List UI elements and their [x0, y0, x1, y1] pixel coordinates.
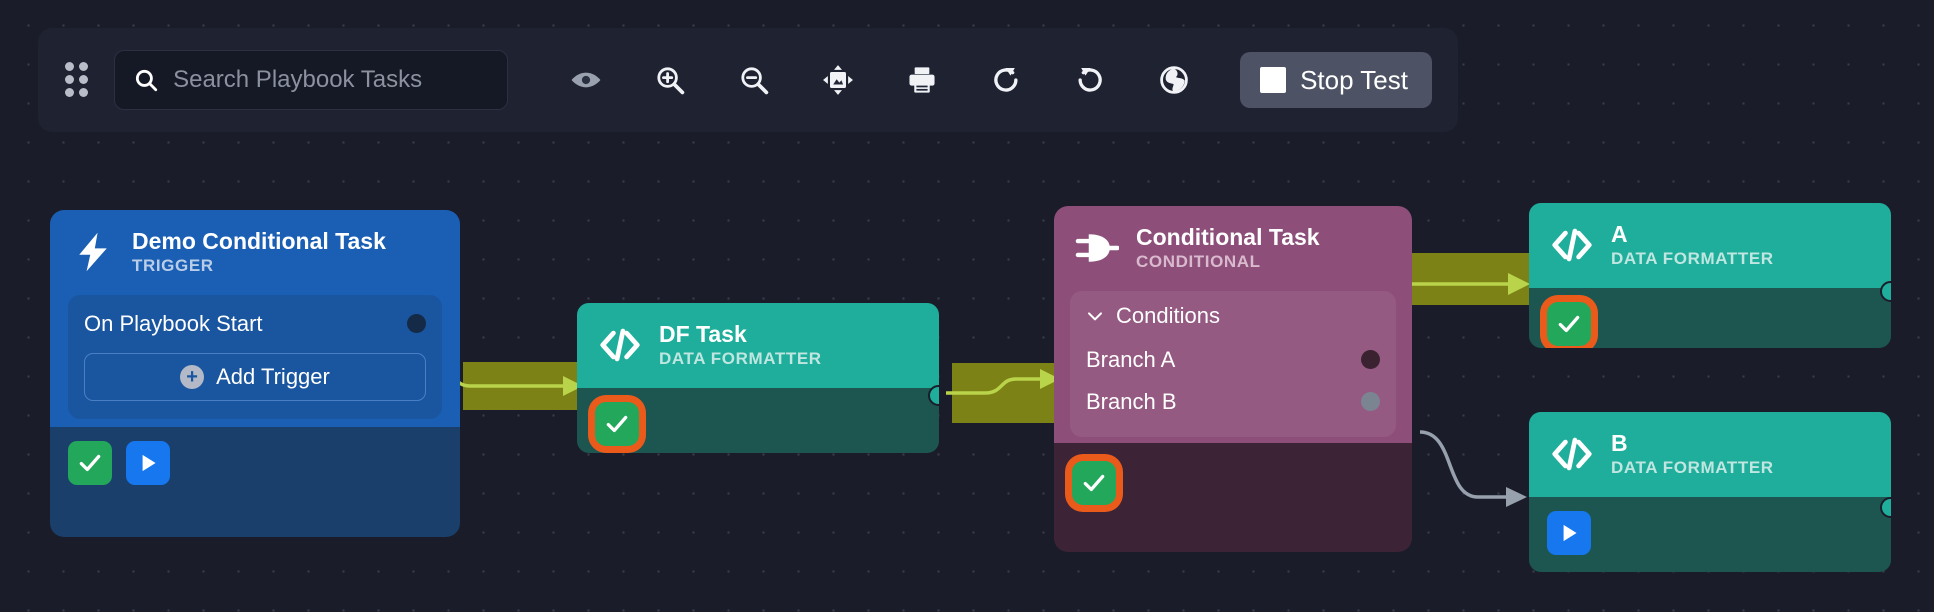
df-task-node-header: DF Task DATA FORMATTER — [577, 303, 939, 388]
branch-label: Branch A — [1086, 346, 1176, 372]
stop-test-label: Stop Test — [1300, 64, 1408, 95]
status-check-button[interactable] — [1072, 460, 1116, 505]
refresh-counterclockwise-icon — [1074, 64, 1106, 96]
edge-arrow-cond-b — [1506, 487, 1527, 507]
magnifier-plus-icon — [654, 64, 686, 96]
undo-button[interactable] — [1048, 50, 1132, 110]
node-subtype: TRIGGER — [132, 256, 214, 276]
drag-dots-icon[interactable] — [64, 62, 90, 97]
add-trigger-label: Add Trigger — [216, 363, 330, 389]
node-subtype: DATA FORMATTER — [1611, 458, 1774, 478]
playbook-toolbar[interactable]: Stop Test — [38, 28, 1458, 132]
zoom-in-button[interactable] — [628, 50, 712, 110]
trigger-output-port[interactable] — [407, 314, 426, 334]
edge-highlight-cond-a — [1411, 253, 1536, 305]
status-check-button[interactable] — [68, 440, 112, 485]
conditional-node-header: Conditional Task CONDITIONAL Conditions … — [1054, 206, 1412, 443]
node-demo-conditional-task[interactable]: Demo Conditional Task TRIGGER On Playboo… — [50, 210, 460, 537]
conditional-node-footer — [1054, 443, 1412, 519]
trigger-label: On Playbook Start — [84, 310, 263, 336]
conditions-label: Conditions — [1116, 302, 1220, 328]
branch-label: Branch B — [1086, 388, 1177, 414]
node-b-footer — [1529, 497, 1891, 569]
stop-test-button[interactable]: Stop Test — [1240, 52, 1432, 108]
code-brackets-icon — [597, 322, 643, 368]
branch-b-output-port[interactable] — [1361, 392, 1380, 412]
conditions-collapse-toggle[interactable]: Conditions — [1086, 303, 1380, 329]
node-conditional-task[interactable]: Conditional Task CONDITIONAL Conditions … — [1054, 206, 1412, 552]
toolbar-icon-group — [544, 50, 1216, 110]
edge-df-to-cond — [946, 377, 1042, 395]
node-df-task[interactable]: DF Task DATA FORMATTER — [577, 303, 939, 453]
search-input-wrapper[interactable] — [114, 50, 509, 110]
status-check-button[interactable] — [1547, 301, 1591, 346]
redo-button[interactable] — [964, 50, 1048, 110]
run-node-button[interactable] — [1547, 510, 1591, 555]
zoom-out-button[interactable] — [712, 50, 796, 110]
edge-highlight-trigger-df — [463, 362, 581, 410]
node-title: Conditional Task — [1136, 224, 1320, 250]
node-b-output-port[interactable] — [1880, 497, 1891, 518]
fit-view-button[interactable] — [796, 50, 880, 110]
add-trigger-button[interactable]: + Add Trigger — [84, 352, 426, 401]
node-b[interactable]: B DATA FORMATTER — [1529, 412, 1891, 572]
search-input[interactable] — [173, 66, 490, 94]
search-icon — [133, 67, 159, 93]
magnifier-minus-icon — [738, 64, 770, 96]
edge-highlight-df-cond — [952, 363, 1056, 423]
node-subtype: CONDITIONAL — [1136, 252, 1261, 272]
node-subtype: DATA FORMATTER — [1611, 249, 1774, 269]
eye-icon — [570, 64, 602, 96]
node-title: DF Task — [659, 321, 747, 347]
node-b-header: B DATA FORMATTER — [1529, 412, 1891, 497]
branch-row-b[interactable]: Branch B — [1086, 381, 1380, 423]
branch-row-a[interactable]: Branch A — [1086, 339, 1380, 381]
trigger-node-footer — [50, 427, 460, 499]
conditional-gate-icon — [1074, 225, 1120, 271]
toggle-visibility-button[interactable] — [544, 50, 628, 110]
branch-a-output-port[interactable] — [1361, 350, 1380, 370]
code-brackets-icon — [1549, 431, 1595, 477]
df-task-node-footer — [577, 388, 939, 453]
edge-cond-to-b — [1419, 430, 1508, 499]
plus-circle-icon: + — [180, 364, 205, 389]
trigger-row-on-playbook-start[interactable]: On Playbook Start — [84, 311, 426, 337]
chevron-down-icon — [1086, 307, 1104, 325]
fit-image-icon — [822, 64, 854, 96]
status-check-button[interactable] — [595, 401, 639, 446]
globe-icon — [1158, 64, 1190, 96]
stop-square-icon — [1260, 67, 1287, 93]
globe-button[interactable] — [1132, 50, 1216, 110]
node-a-output-port[interactable] — [1880, 281, 1891, 302]
node-title: A — [1611, 221, 1628, 247]
node-a[interactable]: A DATA FORMATTER — [1529, 203, 1891, 348]
print-button[interactable] — [880, 50, 964, 110]
printer-icon — [906, 64, 938, 96]
conditions-panel: Conditions Branch A Branch B — [1070, 290, 1396, 437]
node-a-footer — [1529, 288, 1891, 348]
node-title: Demo Conditional Task — [132, 228, 386, 254]
refresh-clockwise-icon — [990, 64, 1022, 96]
trigger-node-header: Demo Conditional Task TRIGGER On Playboo… — [50, 210, 460, 427]
df-task-output-port[interactable] — [928, 385, 939, 406]
node-subtype: DATA FORMATTER — [659, 349, 822, 369]
trigger-panel: On Playbook Start + Add Trigger — [68, 294, 442, 419]
run-node-button[interactable] — [126, 440, 170, 485]
code-brackets-icon — [1549, 222, 1595, 268]
edge-arrow-cond-a — [1508, 273, 1530, 295]
lightning-bolt-icon — [70, 229, 116, 275]
node-a-header: A DATA FORMATTER — [1529, 203, 1891, 288]
node-title: B — [1611, 430, 1628, 456]
